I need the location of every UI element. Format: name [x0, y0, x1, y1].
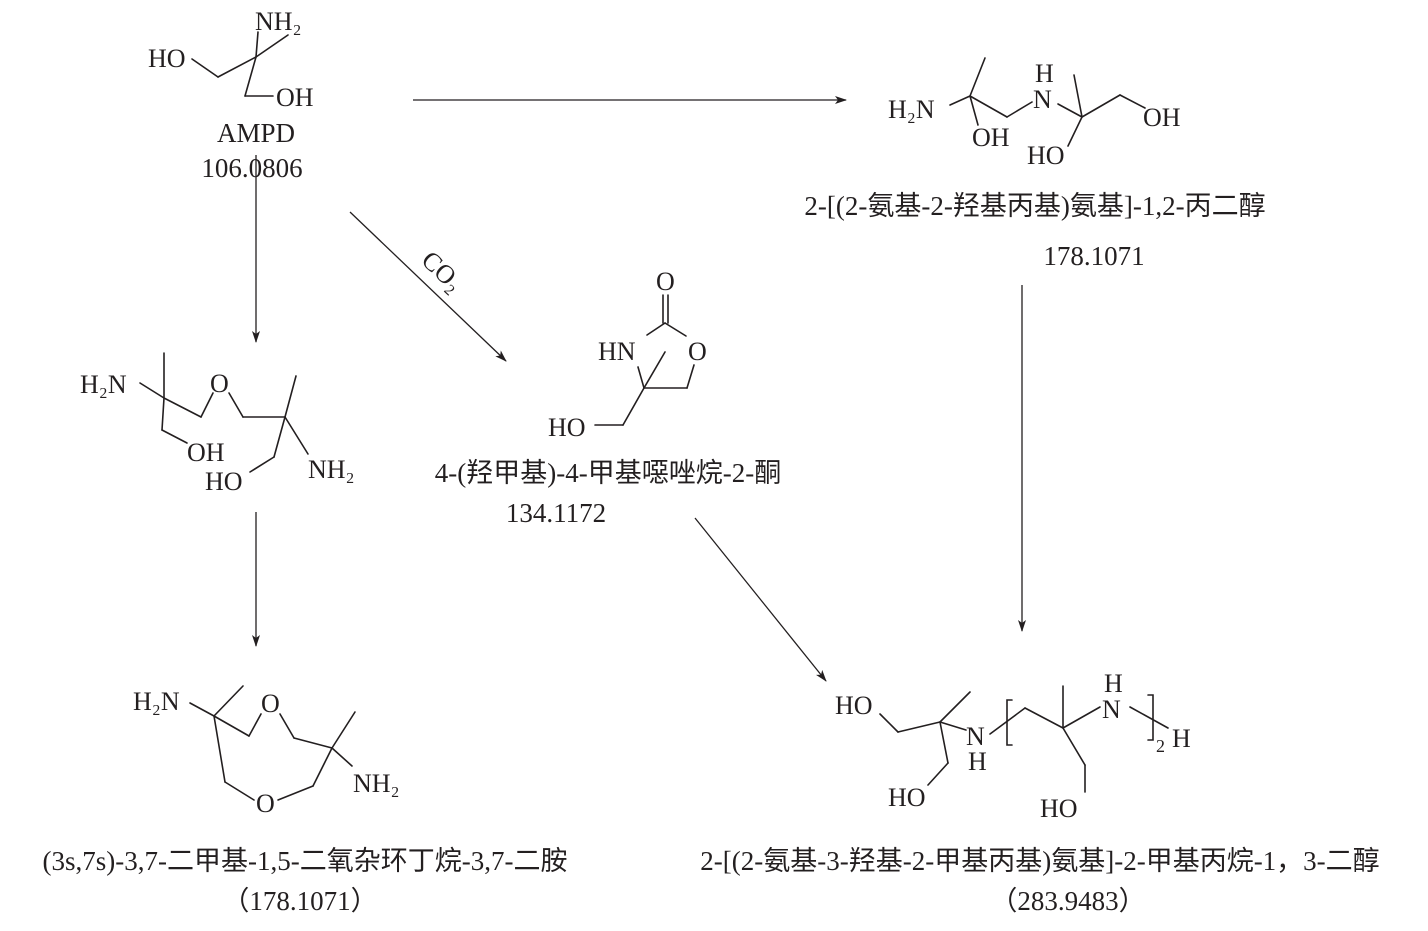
atom-oh: OH	[276, 83, 314, 112]
atom-ho: HO	[888, 783, 926, 812]
ether-bonds	[139, 352, 309, 473]
atom-ho: HO	[548, 413, 586, 442]
atom-h2n: H₂N	[133, 687, 180, 716]
propanediol-bonds	[949, 57, 1146, 147]
ampd-mass: 106.0806	[201, 153, 302, 183]
molecule-oxazolidinone: O HN O HO 4-(羟甲基)-4-甲基噁唑烷-2-酮 134.1172	[435, 267, 781, 528]
atom-h: H	[1104, 669, 1123, 698]
arrow-diagonal-co2	[349, 211, 507, 362]
repeat-subscript: 2	[1156, 736, 1165, 756]
co2-label: CO₂	[416, 245, 469, 297]
arrow-diagonal-2	[694, 517, 827, 682]
molecule-ampd: NH₂ HO OH AMPD 106.0806	[148, 7, 314, 183]
atom-n: N	[966, 722, 985, 751]
propanediol-name: 2-[(2-氨基-2-羟基丙基)氨基]-1,2-丙二醇	[804, 191, 1265, 221]
oxazolidinone-mass: 134.1172	[506, 498, 606, 528]
ampd-bonds	[191, 31, 289, 97]
atom-n: N	[1033, 85, 1052, 114]
atom-oh: OH	[1143, 103, 1181, 132]
atom-o: O	[261, 689, 280, 718]
atom-ho: HO	[1027, 141, 1065, 170]
molecule-dioxocane: H₂N O O NH₂ (3s,7s)-3,7-二甲基-1,5-二氧杂环丁烷-3…	[43, 685, 568, 916]
molecule-ether: H₂N O OH HO NH₂	[80, 352, 355, 496]
oxazolidinone-name: 4-(羟甲基)-4-甲基噁唑烷-2-酮	[435, 458, 781, 488]
atom-h2n: H₂N	[888, 95, 935, 124]
atom-nh2: NH₂	[255, 7, 302, 36]
atom-ho: HO	[148, 44, 186, 73]
atom-o-carbonyl: O	[656, 267, 675, 296]
atom-ho: HO	[205, 467, 243, 496]
atom-hn: HN	[598, 337, 636, 366]
dioxocane-name: (3s,7s)-3,7-二甲基-1,5-二氧杂环丁烷-3,7-二胺	[43, 846, 568, 876]
atom-h: H	[968, 747, 987, 776]
atom-ho: HO	[835, 691, 873, 720]
atom-h: H	[1035, 59, 1054, 88]
atom-n: N	[1102, 695, 1121, 724]
propanediol-mass: 178.1071	[1043, 241, 1144, 271]
atom-oh: OH	[972, 123, 1010, 152]
atom-ho: HO	[1040, 794, 1078, 823]
oligomer-mass: （283.9483）	[990, 886, 1145, 916]
atom-o-ring: O	[688, 337, 707, 366]
dioxocane-bonds	[189, 685, 356, 801]
reaction-arrows: CO₂	[252, 96, 1026, 682]
ampd-name: AMPD	[217, 118, 295, 148]
dioxocane-mass: （178.1071）	[222, 886, 377, 916]
molecule-propanediol: H₂N H N OH HO OH 2-[(2-氨基-2-羟基丙基)氨基]-1,2…	[804, 57, 1266, 271]
atom-h2n: H₂N	[80, 370, 127, 399]
atom-oh: OH	[187, 438, 225, 467]
atom-nh2: NH₂	[353, 769, 400, 798]
atom-o: O	[256, 789, 275, 818]
oligomer-bonds	[879, 685, 1169, 793]
oligomer-name: 2-[(2-氨基-3-羟基-2-甲基丙基)氨基]-2-甲基丙烷-1，3-二醇	[700, 846, 1379, 876]
molecule-oligomer: HO N H HO H N 2 H HO 2-[(2-氨基-3-羟基-2-甲基丙…	[700, 669, 1379, 916]
atom-h-end: H	[1172, 724, 1191, 753]
atom-o: O	[210, 369, 229, 398]
atom-nh2: NH₂	[308, 455, 355, 484]
oxazolidinone-bonds	[594, 294, 695, 426]
